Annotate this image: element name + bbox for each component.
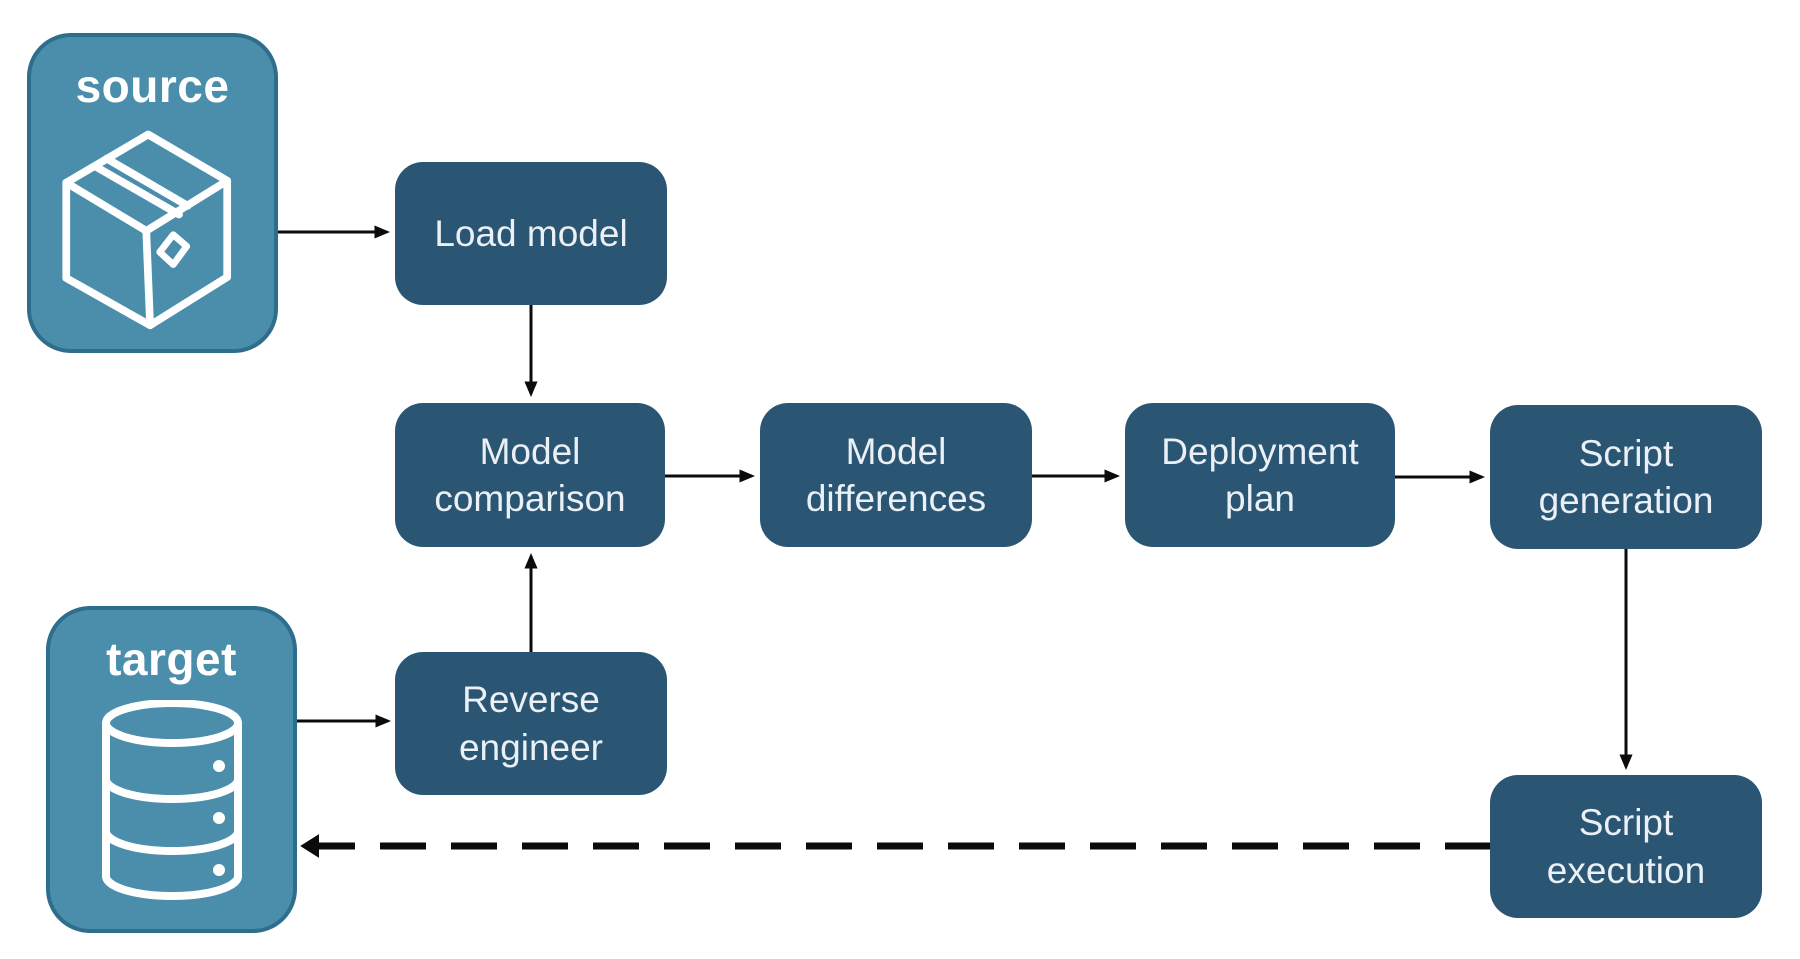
entity-source: source <box>27 33 278 353</box>
step-model-comparison-label: Model comparison <box>434 430 626 519</box>
step-script-generation-label: Script generation <box>1538 432 1714 521</box>
step-reverse-engineer-label: Reverse engineer <box>458 679 603 768</box>
step-reverse-engineer: Reverse engineer <box>395 652 667 795</box>
step-model-comparison: Model comparison <box>395 403 665 547</box>
step-script-execution: Script execution <box>1490 775 1762 918</box>
step-deployment-plan: Deployment plan <box>1125 403 1395 547</box>
step-model-differences: Model differences <box>760 403 1032 547</box>
step-load-model-label: Load model <box>434 212 628 254</box>
package-icon <box>61 130 231 330</box>
entity-target: target <box>46 606 297 933</box>
database-icon <box>101 700 242 900</box>
step-script-execution-label: Script execution <box>1546 802 1706 891</box>
step-script-generation: Script generation <box>1490 405 1762 549</box>
source-label: source <box>75 60 230 112</box>
target-label: target <box>106 633 237 685</box>
step-model-differences-label: Model differences <box>805 430 987 519</box>
step-deployment-plan-label: Deployment plan <box>1161 430 1359 519</box>
step-load-model: Load model <box>395 162 667 305</box>
